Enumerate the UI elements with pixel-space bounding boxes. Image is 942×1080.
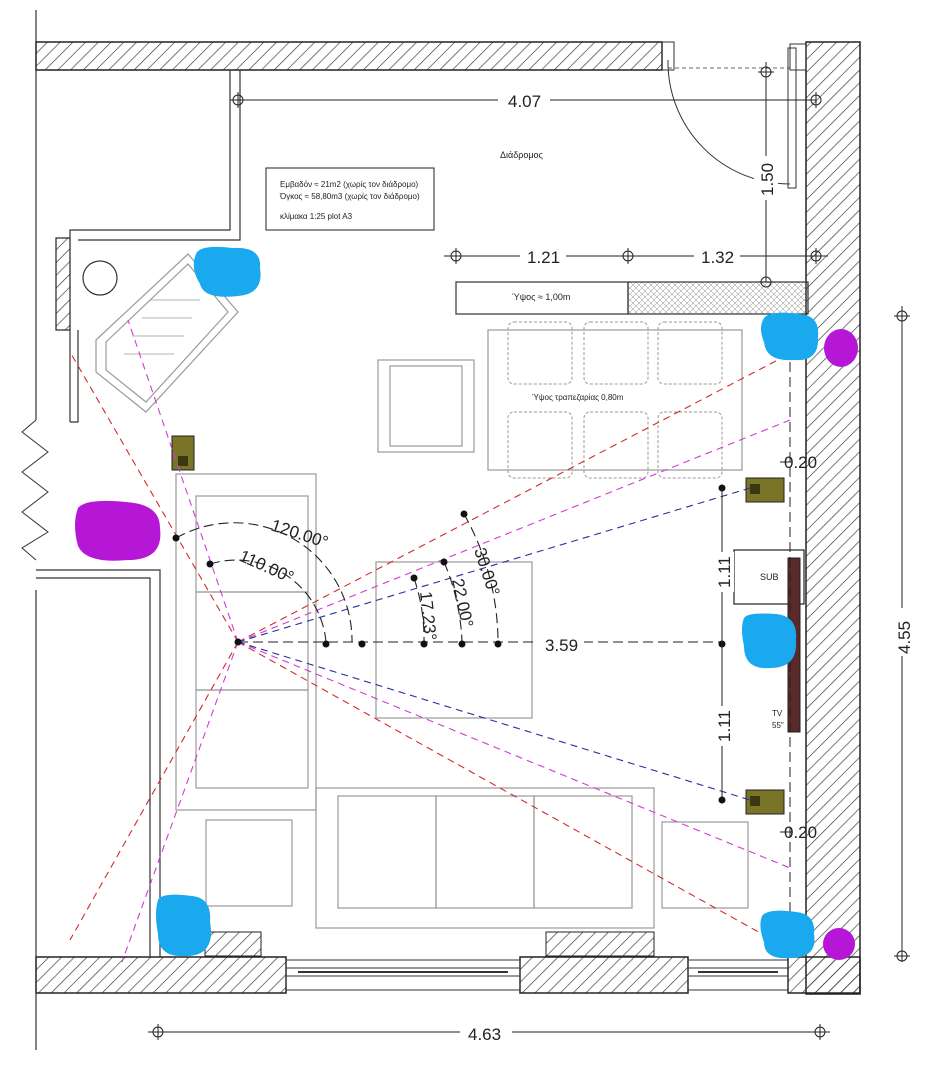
cyan-markers	[156, 246, 819, 959]
dining-chairs	[507, 321, 723, 479]
magenta-markers	[75, 329, 858, 960]
info-scale: κλίμακα 1:25 plot A3	[280, 212, 353, 221]
sight-lines	[69, 319, 817, 963]
dining-table	[487, 329, 743, 471]
info-area: Εμβαδόν ≈ 21m2 (χωρίς τον διάδρομο)	[280, 180, 419, 189]
speaker-icon	[171, 435, 195, 471]
coffee-table	[375, 561, 533, 719]
marker-blob	[742, 613, 797, 669]
dimension-ticks	[152, 66, 910, 1040]
tv-size-label: 55"	[772, 721, 784, 730]
radiator-right	[545, 931, 655, 957]
marker-blob	[156, 894, 211, 957]
dim-front-spacing-top: 1.11	[715, 556, 734, 588]
side-table-left	[205, 819, 293, 907]
angle-label-17: 17.23°	[416, 590, 440, 641]
dim-counter-right: 1.32	[701, 248, 734, 267]
armchair	[377, 359, 475, 453]
info-box	[265, 167, 435, 231]
info-volume: Όγκος ≈ 58,80m3 (χωρίς τον διάδρομο)	[279, 192, 420, 201]
angle-label-22: 22.00°	[448, 577, 477, 629]
dim-listening-distance: 3.59	[545, 636, 578, 655]
dimension-lines	[148, 62, 903, 1033]
sub-label: SUB	[760, 572, 779, 582]
marker-blob	[760, 910, 815, 959]
wall-bottom-right	[787, 956, 861, 994]
dim-speaker-offset-bottom: 0.20	[784, 823, 817, 842]
marker-blob	[193, 246, 261, 297]
wall-right	[805, 41, 861, 995]
counter-hatched	[627, 281, 809, 315]
angle-points	[172, 484, 726, 804]
wall-bottom-left	[35, 956, 287, 994]
dim-counter-left: 1.21	[527, 248, 560, 267]
tv-label: TV	[772, 709, 783, 718]
wall-left-stub	[55, 237, 71, 331]
dim-right-height: 4.55	[895, 621, 914, 654]
corridor-label: Διάδρομος	[500, 150, 544, 160]
dim-top-width: 4.07	[508, 92, 541, 111]
marker-blob	[761, 312, 819, 361]
radiator-left	[204, 931, 262, 957]
speaker-icon	[745, 477, 785, 503]
dim-speaker-offset-top: 0.20	[784, 453, 817, 472]
dining-height-label: Ύψος τραπεζαρίας 0,80m	[532, 393, 624, 402]
partitions	[35, 10, 241, 1050]
window-bottom-2	[687, 959, 789, 991]
marker-blob	[823, 928, 855, 960]
counter-height-label: Ύψος ≈ 1,00m	[512, 292, 570, 302]
window-bottom-1	[285, 959, 521, 991]
wall-top	[35, 41, 663, 71]
marker-blob	[824, 329, 858, 367]
door	[661, 41, 807, 189]
angle-label-30: 30.00°	[470, 545, 503, 598]
dim-door-depth: 1.50	[758, 163, 777, 196]
speaker-icon	[745, 789, 785, 815]
dim-front-spacing-bottom: 1.11	[715, 710, 734, 742]
wall-bottom-mid	[519, 956, 689, 994]
angle-label-120: 120.00°	[269, 516, 331, 552]
furniture	[82, 253, 809, 929]
dim-bottom-width: 4.63	[468, 1025, 501, 1044]
walls	[21, 10, 861, 1050]
angle-label-110: 110.00°	[236, 546, 296, 587]
side-table-right	[661, 821, 749, 909]
corner-unit	[82, 253, 239, 413]
marker-blob	[75, 500, 161, 561]
sofa	[175, 473, 655, 929]
break-symbol	[21, 419, 49, 561]
